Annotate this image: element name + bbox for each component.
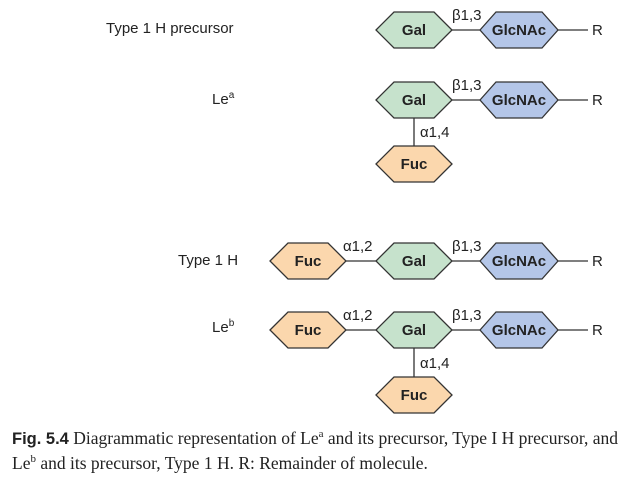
fuc-hexagon — [269, 242, 347, 280]
glcnac-hexagon — [479, 242, 559, 280]
caption-sup-a: a — [318, 428, 324, 441]
row-label-type1h-precursor: Type 1 H precursor — [106, 20, 234, 37]
fuc-hexagon — [269, 311, 347, 349]
gal-hexagon — [375, 311, 453, 349]
caption-text-3: and its precursor, Type 1 H. R: Remainde… — [35, 453, 428, 473]
glcnac-label: GlcNAc — [492, 22, 546, 39]
row-label-leb: Leb — [212, 318, 235, 336]
fuc-label: Fuc — [401, 387, 428, 404]
gal-label: Gal — [402, 22, 426, 39]
glcnac-label: GlcNAc — [492, 92, 546, 109]
caption-text-2: and its precursor, Type I H precursor, a… — [12, 428, 618, 473]
figure-number: Fig. 5.4 — [12, 430, 69, 448]
linkage-a12: α1,2 — [343, 238, 373, 255]
row-label-type1h: Type 1 H — [178, 252, 239, 269]
fuc-hexagon — [375, 376, 453, 414]
caption-text-1: Diagrammatic representation of Le — [68, 428, 319, 448]
glycan-diagram: Gal GlcNAc Gal GlcNAc Fuc Fuc Gal GlcNAc… — [269, 7, 603, 414]
gal-label: Gal — [402, 322, 426, 339]
fuc-label: Fuc — [401, 156, 428, 173]
gal-hexagon — [375, 11, 453, 49]
glcnac-hexagon — [479, 11, 559, 49]
fuc-label: Fuc — [295, 322, 322, 339]
fuc-label: Fuc — [295, 253, 322, 270]
figure-caption: Fig. 5.4 Diagrammatic representation of … — [12, 426, 632, 475]
row-label-lea: Lea — [212, 90, 235, 108]
glcnac-label: GlcNAc — [492, 253, 546, 270]
remainder-label: R — [592, 322, 603, 339]
linkage-b13: β1,3 — [452, 7, 481, 24]
linkage-b13: β1,3 — [452, 307, 481, 324]
glcnac-hexagon — [479, 311, 559, 349]
remainder-label: R — [592, 22, 603, 39]
linkage-b13: β1,3 — [452, 77, 481, 94]
fuc-hexagon — [375, 145, 453, 183]
gal-label: Gal — [402, 92, 426, 109]
remainder-label: R — [592, 92, 603, 109]
linkage-a12: α1,2 — [343, 307, 373, 324]
linkage-b13: β1,3 — [452, 238, 481, 255]
gal-hexagon — [375, 81, 453, 119]
remainder-label: R — [592, 253, 603, 270]
caption-sup-b: b — [30, 453, 36, 466]
glcnac-hexagon — [479, 81, 559, 119]
gal-hexagon — [375, 242, 453, 280]
linkage-a14: α1,4 — [420, 355, 450, 372]
glcnac-label: GlcNAc — [492, 322, 546, 339]
gal-label: Gal — [402, 253, 426, 270]
linkage-a14: α1,4 — [420, 124, 450, 141]
